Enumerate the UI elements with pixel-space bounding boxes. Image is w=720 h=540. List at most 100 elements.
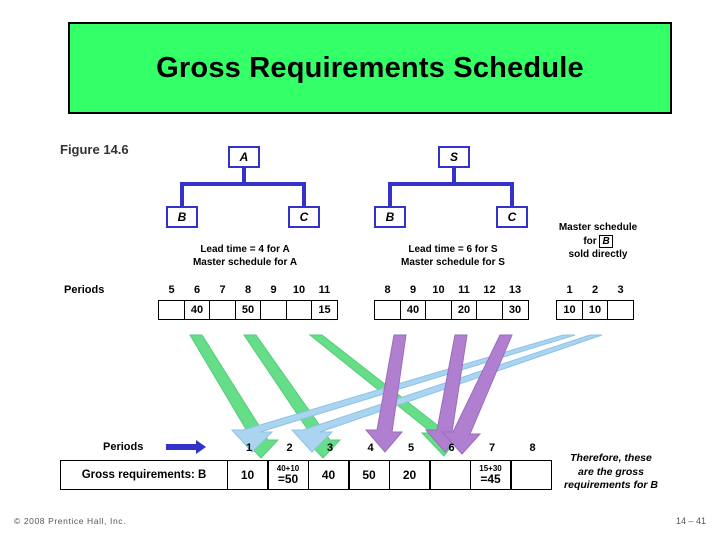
schedule-a-value-cell-4 — [260, 300, 287, 320]
node-a-child-c-label: C — [299, 210, 309, 224]
schedule-s-value-cell-1: 40 — [399, 300, 427, 320]
gross-requirements-cell-6: 15+30=45 — [469, 460, 512, 490]
caption-a: Lead time = 4 for A Master schedule for … — [160, 243, 330, 269]
node-root-s-label: S — [449, 150, 458, 164]
copyright-text: © 2008 Prentice Hall, Inc. — [14, 516, 127, 526]
gross-requirements-table: Gross requirements: B 10 40+10=50 40 50 20 15… — [60, 460, 552, 490]
gross-requirements-cell-1-detail: 40+10 — [276, 463, 300, 473]
gross-requirements-cell-3: 50 — [348, 460, 390, 490]
schedule-s-value-cell-2 — [425, 300, 452, 320]
gross-requirements-cell-7 — [510, 460, 552, 490]
bottom-header-cell-7: 8 — [529, 442, 536, 454]
caption-s-line2: Master schedule for S — [401, 257, 505, 268]
gross-requirements-cell-0: 10 — [226, 460, 269, 490]
caption-master-line2-wrap: for B — [538, 234, 658, 249]
node-s-child-c: C — [496, 206, 528, 228]
tree-s-stem — [452, 168, 456, 184]
caption-master-line3: sold directly — [568, 249, 628, 260]
node-a-child-c: C — [288, 206, 320, 228]
note-line1: Therefore, these — [570, 452, 652, 464]
schedule-s-value-cell-0 — [374, 300, 401, 320]
gross-requirements-cell-2-value: 40 — [321, 467, 336, 482]
schedule-a-value-cell-6: 15 — [311, 300, 338, 320]
tree-s-left-drop — [388, 182, 392, 206]
schedule-b-header-cell-1: 2 — [591, 284, 599, 296]
bottom-header-cell-2: 3 — [326, 442, 334, 454]
bottom-header-cell-4: 5 — [407, 442, 415, 454]
node-root-a-label: A — [239, 150, 249, 164]
node-a-child-b-label: B — [177, 210, 187, 224]
gross-requirements-cell-5 — [429, 460, 471, 490]
schedule-s-value-row: 40 20 30 — [374, 300, 529, 320]
tree-a-stem — [242, 168, 246, 184]
schedule-s-value-cell-3: 20 — [450, 300, 478, 320]
caption-master-b-box: B — [599, 234, 613, 248]
gross-requirements-cell-6-detail: 15+30 — [479, 463, 502, 473]
schedule-s-value-cell-4 — [476, 300, 503, 320]
schedule-a-header-cell-0: 5 — [168, 284, 175, 296]
schedule-a-value-cell-2 — [209, 300, 236, 320]
schedule-a-header-cell-1: 6 — [193, 284, 201, 296]
node-s-child-c-label: C — [507, 210, 517, 224]
node-root-s: S — [438, 146, 470, 168]
schedule-s-header-cell-4: 12 — [483, 284, 496, 296]
caption-s: Lead time = 6 for S Master schedule for … — [368, 243, 538, 269]
tree-a-bar — [180, 182, 306, 186]
caption-a-line1: Lead time = 4 for A — [200, 244, 290, 255]
schedule-s-value-cell-5: 30 — [501, 300, 529, 320]
gross-requirements-cell-4-value: 20 — [402, 467, 417, 482]
schedule-a-value-cell-3: 50 — [234, 300, 262, 320]
node-a-child-b: B — [166, 206, 198, 228]
gross-requirements-values: 10 40+10=50 40 50 20 15+30=45 — [226, 460, 552, 490]
schedule-s-header-cell-5: 13 — [508, 284, 522, 296]
tree-s-bar — [388, 182, 514, 186]
schedule-a-header-cell-5: 10 — [292, 284, 306, 296]
bottom-header-cell-1: 2 — [286, 442, 293, 454]
gross-requirements-cell-2: 40 — [307, 460, 350, 490]
schedule-a-header-cell-2: 7 — [219, 284, 226, 296]
gross-requirements-cell-4: 20 — [388, 460, 431, 490]
schedule-a-header-cell-6: 11 — [318, 284, 331, 296]
gross-requirements-cell-0-value: 10 — [240, 467, 255, 482]
title-banner: Gross Requirements Schedule — [68, 22, 672, 114]
schedule-s-header-cell-0: 8 — [384, 284, 391, 296]
gross-requirements-cell-1: 40+10=50 — [267, 460, 309, 490]
schedule-b-header-cell-2: 3 — [617, 284, 624, 296]
schedule-b-value-cell-2 — [607, 300, 634, 320]
schedule-a-value-cell-0 — [158, 300, 185, 320]
note-therefore: Therefore, these are the gross requireme… — [536, 452, 686, 493]
gross-requirements-cell-3-value: 50 — [362, 467, 376, 482]
tree-a-right-drop — [302, 182, 306, 206]
periods-label-bottom: Periods — [103, 441, 144, 453]
periods-label-top: Periods — [64, 284, 105, 296]
caption-s-line1: Lead time = 6 for S — [408, 244, 498, 255]
figure-label: Figure 14.6 — [60, 142, 129, 157]
bottom-header-cell-0: 1 — [245, 442, 253, 454]
caption-master-line1: Master schedule — [558, 222, 638, 233]
schedule-b-value-cell-0: 10 — [556, 300, 583, 320]
note-line3: requirements for B — [564, 479, 658, 492]
page-title: Gross Requirements Schedule — [156, 51, 584, 84]
schedule-a-value-row: 40 50 15 — [158, 300, 338, 320]
schedule-s-header-cell-2: 10 — [432, 284, 445, 296]
schedule-a-value-cell-1: 40 — [183, 300, 211, 320]
caption-a-line2: Master schedule for A — [192, 257, 298, 268]
gross-requirements-cell-1-value: =50 — [277, 471, 299, 486]
bottom-header-cell-6: 7 — [488, 442, 496, 454]
caption-master-b: Master schedule for B sold directly — [538, 221, 658, 262]
schedule-a-header-cell-4: 9 — [270, 284, 277, 296]
schedule-s-header-cell-3: 11 — [458, 284, 470, 296]
gross-requirements-label: Gross requirements: B — [60, 460, 228, 490]
tree-s-right-drop — [510, 182, 514, 206]
schedule-a-value-cell-5 — [285, 300, 313, 320]
node-root-a: A — [228, 146, 260, 168]
schedule-b-value-cell-1: 10 — [581, 300, 609, 320]
page-number: 14 – 41 — [675, 516, 706, 526]
note-line2: are the gross — [578, 465, 644, 478]
